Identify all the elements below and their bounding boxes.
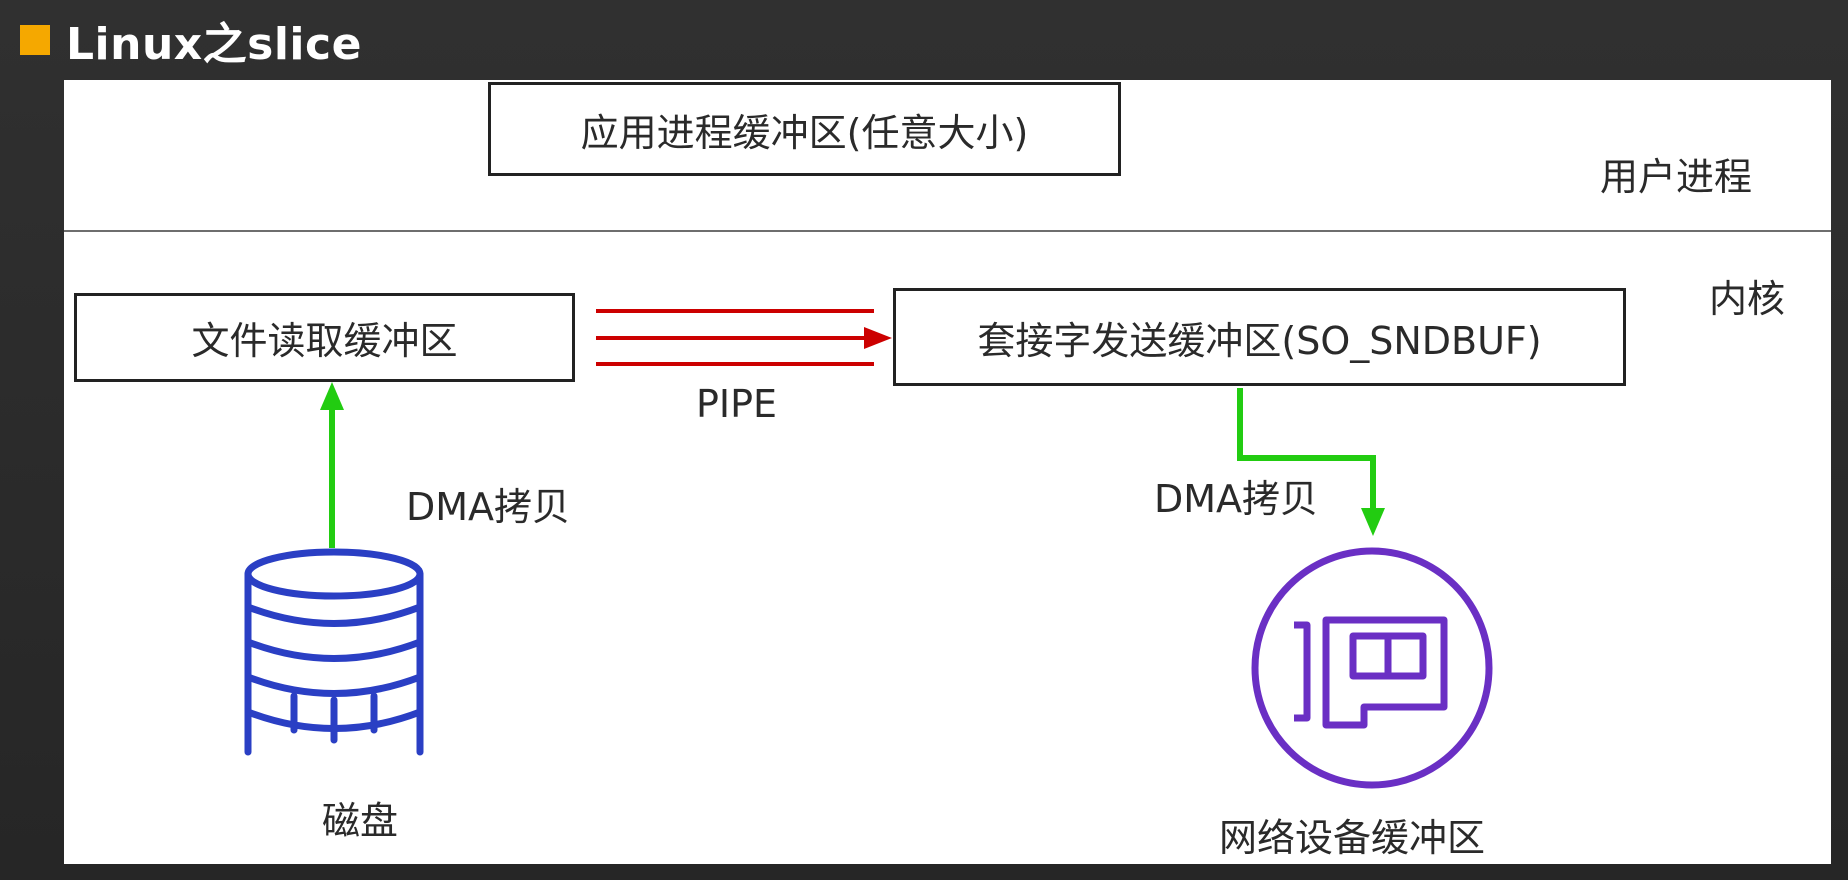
title-bullet-icon	[20, 25, 50, 55]
kernel-label: 内核	[1709, 277, 1786, 321]
file-read-buffer-label: 文件读取缓冲区	[191, 319, 458, 363]
diagram-panel: 用户进程 内核 应用进程缓冲区(任意大小) 文件读取缓冲区 套接字发送缓冲区(S…	[64, 80, 1831, 864]
disk-label: 磁盘	[322, 799, 399, 843]
database-icon	[244, 548, 424, 756]
network-card-icon	[1251, 547, 1493, 789]
pipe-arrow	[596, 309, 892, 366]
slide-header: Linux之slice	[20, 12, 362, 70]
socket-send-buffer-box: 套接字发送缓冲区(SO_SNDBUF)	[893, 288, 1626, 386]
user-space-label: 用户进程	[1600, 155, 1753, 199]
diagram-graphics	[244, 309, 1493, 789]
dma-copy-right-label: DMA拷贝	[1154, 477, 1319, 521]
pipe-label: PIPE	[696, 382, 778, 426]
socket-send-buffer-label: 套接字发送缓冲区(SO_SNDBUF)	[977, 318, 1542, 363]
app-buffer-label: 应用进程缓冲区(任意大小)	[580, 110, 1029, 155]
app-buffer-box: 应用进程缓冲区(任意大小)	[488, 82, 1121, 176]
dma-arrow-left	[320, 382, 344, 548]
slide-title: Linux之slice	[66, 19, 362, 70]
file-read-buffer-box: 文件读取缓冲区	[74, 293, 575, 382]
dma-copy-left-label: DMA拷贝	[406, 485, 571, 529]
dma-arrow-right	[1237, 388, 1385, 536]
user-kernel-divider	[64, 230, 1831, 232]
nic-label: 网络设备缓冲区	[1219, 816, 1486, 860]
